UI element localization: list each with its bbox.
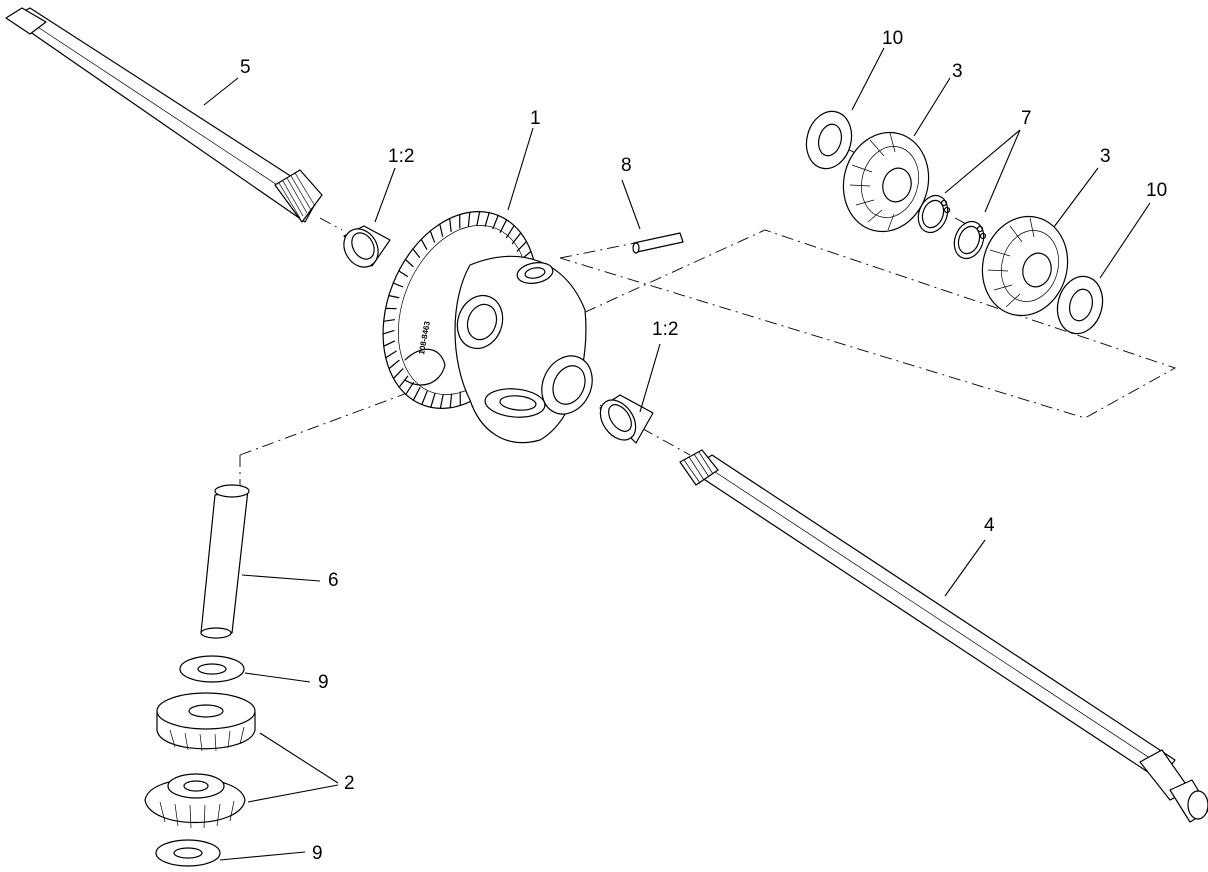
callout-8: 8 (621, 155, 632, 176)
gear-tooth (499, 219, 508, 233)
callout-5: 5 (240, 57, 251, 78)
gear-tooth (516, 241, 528, 252)
callout-1-2-upper: 1:2 (388, 146, 414, 167)
gear-tooth (484, 212, 490, 227)
ring-gear-carrier: 108-8463 (382, 211, 593, 444)
gear-tooth (385, 350, 397, 359)
gear-tooth (476, 211, 481, 226)
gear-tooth (383, 319, 395, 322)
callout-3-b: 3 (1100, 146, 1111, 167)
gear-tooth (412, 248, 421, 258)
axle-shaft-lower (679, 449, 1208, 823)
callout-1: 1 (530, 108, 541, 129)
thrust-washer-right-a (805, 110, 853, 170)
gear-tooth (398, 375, 409, 388)
gear-tooth (511, 232, 522, 245)
thrust-washer-right-b (1056, 275, 1104, 335)
gear-tooth (404, 258, 414, 268)
gear-tooth (405, 382, 414, 395)
callout-10-b: 10 (1146, 180, 1167, 201)
gear-tooth (467, 211, 471, 227)
gear-tooth (388, 295, 400, 299)
retaining-ring-b (953, 220, 987, 260)
bushing-middle (599, 394, 654, 444)
thrust-washer-upper (179, 655, 245, 683)
gear-tooth (382, 330, 395, 335)
axle-shaft-upper (5, 7, 323, 223)
gear-tooth (392, 282, 404, 288)
roll-pin (632, 232, 684, 254)
callout-1-2-middle: 1:2 (652, 319, 678, 340)
callouts: 1 1:2 1:2 2 3 3 4 5 6 7 8 9 9 10 10 (240, 28, 1167, 864)
gear-tooth (492, 214, 499, 230)
thrust-washer-lower (155, 839, 221, 867)
gear-tooth (412, 387, 421, 401)
cross-pin (200, 484, 250, 639)
callout-2: 2 (344, 773, 355, 794)
gear-tooth (506, 225, 515, 238)
callout-7: 7 (1021, 108, 1032, 129)
gear-tooth (383, 340, 395, 347)
gear-tooth (398, 270, 408, 277)
gear-tooth (439, 394, 444, 409)
pinion-gear-upper (156, 692, 256, 752)
callout-9-a: 9 (318, 672, 329, 693)
gear-tooth (449, 393, 453, 409)
callout-10-a: 10 (882, 28, 903, 49)
assembly-centerlines (239, 147, 1177, 490)
bushing-upper (343, 225, 391, 268)
retaining-ring-a (917, 194, 951, 234)
gear-tooth (421, 390, 428, 406)
gear-tooth (439, 223, 444, 237)
gear-tooth (388, 359, 400, 370)
gear-tooth (449, 218, 452, 232)
callout-3-a: 3 (952, 61, 963, 82)
callout-6: 6 (328, 570, 339, 591)
side-gear-b (981, 215, 1069, 317)
gear-tooth (392, 368, 404, 379)
gear-tooth (429, 230, 436, 243)
callout-9-b: 9 (312, 843, 323, 864)
callout-4: 4 (984, 515, 995, 536)
pinion-gear-lower (144, 773, 246, 829)
gear-tooth (420, 238, 428, 250)
gear-tooth (430, 393, 436, 408)
leader-lines (203, 47, 1151, 861)
side-gear-a (842, 131, 930, 233)
